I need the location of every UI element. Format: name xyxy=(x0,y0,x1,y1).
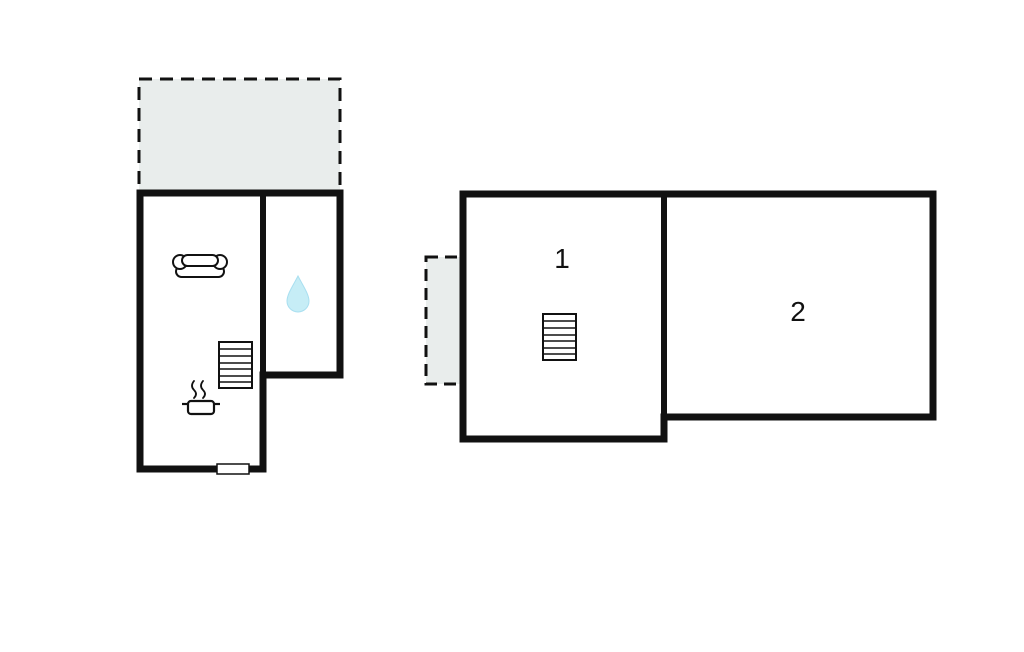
room-1-label: 1 xyxy=(554,243,570,274)
sofa-icon xyxy=(172,254,228,278)
stove-pot-icon xyxy=(182,380,220,416)
window-marker xyxy=(216,463,250,475)
right-unit-plan: 1 2 xyxy=(424,190,937,443)
stairs-icon xyxy=(218,341,253,389)
right-unit-outer-walls xyxy=(459,190,937,443)
balcony-area xyxy=(424,255,465,386)
room-2-label: 2 xyxy=(790,296,806,327)
left-unit-outer-walls xyxy=(136,189,344,473)
terrace-area xyxy=(137,77,342,195)
left-unit-plan xyxy=(136,77,344,475)
stairs-icon-room1 xyxy=(542,313,577,361)
water-drop-icon xyxy=(286,274,310,313)
